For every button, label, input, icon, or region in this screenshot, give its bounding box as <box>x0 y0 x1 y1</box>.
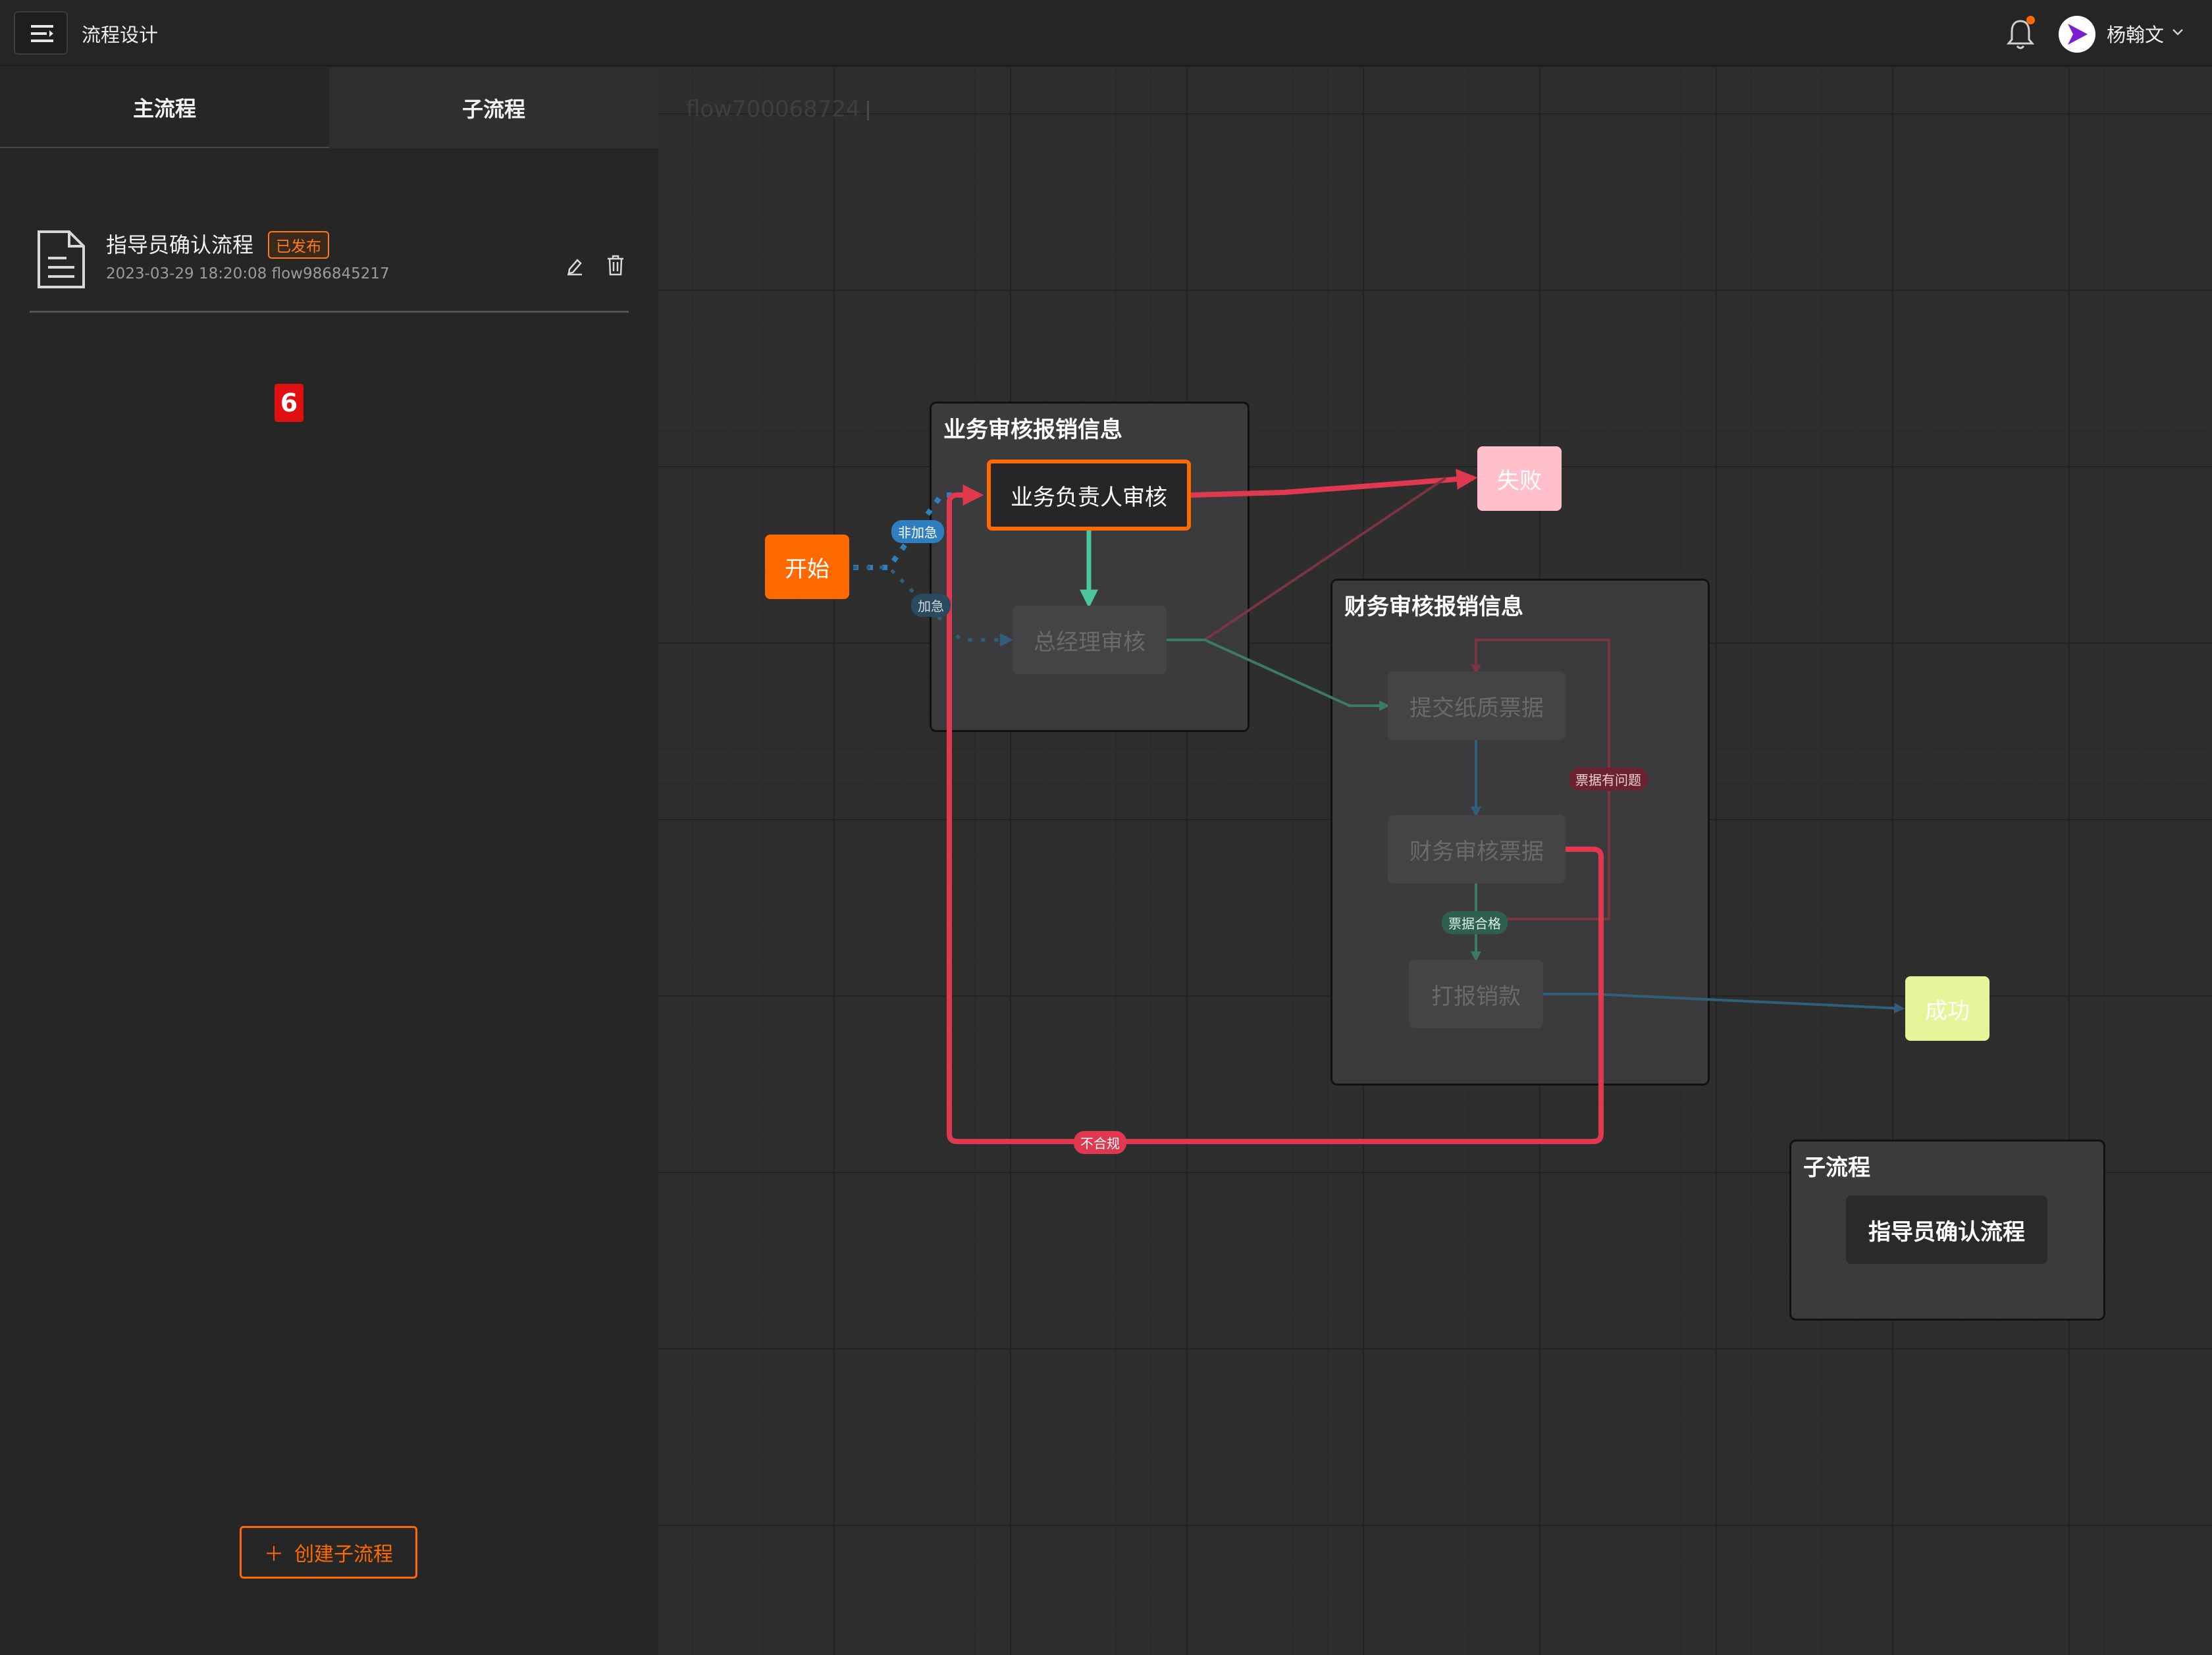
avatar[interactable] <box>2059 16 2095 53</box>
node-business-review[interactable]: 业务负责人审核 <box>987 460 1191 531</box>
node-gm-review[interactable]: 总经理审核 <box>1013 606 1167 674</box>
document-icon <box>38 230 85 288</box>
node-finance-review[interactable]: 财务审核票据 <box>1388 815 1566 883</box>
top-bar: 流程设计 杨翰文 <box>0 0 2212 66</box>
plus-icon: ＋ <box>264 1544 284 1565</box>
edge-label-urgent[interactable]: 加急 <box>911 594 951 617</box>
flow-item-name: 指导员确认流程 <box>106 232 254 257</box>
menu-icon <box>31 25 53 42</box>
edge-label-non-urgent[interactable]: 非加急 <box>891 520 944 543</box>
tab-main-flow[interactable]: 主流程 <box>0 68 329 148</box>
flow-id-input[interactable]: flow700068724 <box>686 96 869 122</box>
sidebar: 主流程 子流程 指导员确认流程 已发布 2023-03-29 18:20:08 … <box>0 68 658 1655</box>
node-reimburse[interactable]: 打报销款 <box>1409 960 1543 1028</box>
app-title: 流程设计 <box>82 24 159 46</box>
edge-label-ticket-issue[interactable]: 票据有问题 <box>1569 768 1648 791</box>
create-subflow-button[interactable]: ＋ 创建子流程 <box>240 1526 417 1579</box>
edge-label-ticket-ok[interactable]: 票据合格 <box>1442 911 1508 934</box>
trash-icon[interactable] <box>606 255 625 276</box>
bell-icon[interactable] <box>2005 17 2036 50</box>
node-submit-paper[interactable]: 提交纸质票据 <box>1388 671 1566 740</box>
group-title: 子流程 <box>1803 1155 1870 1181</box>
flow-item-meta: 2023-03-29 18:20:08 flow986845217 <box>106 265 390 282</box>
avatar-logo-icon <box>2068 24 2088 45</box>
status-badge: 已发布 <box>268 231 329 259</box>
list-item[interactable]: 指导员确认流程 已发布 2023-03-29 18:20:08 flow9868… <box>30 213 629 313</box>
node-subflow-item[interactable]: 指导员确认流程 <box>1846 1195 2047 1264</box>
group-title: 业务审核报销信息 <box>943 417 1122 443</box>
group-title: 财务审核报销信息 <box>1344 594 1523 620</box>
node-start[interactable]: 开始 <box>765 535 849 599</box>
chevron-down-icon[interactable] <box>2170 24 2186 39</box>
user-name[interactable]: 杨翰文 <box>2107 24 2165 46</box>
edit-icon[interactable] <box>566 256 584 276</box>
menu-toggle-button[interactable] <box>14 11 68 55</box>
tab-sub-flow[interactable]: 子流程 <box>329 68 658 148</box>
node-success[interactable]: 成功 <box>1905 976 1989 1041</box>
node-fail[interactable]: 失败 <box>1477 446 1562 511</box>
group-business-review[interactable]: 业务审核报销信息 <box>930 402 1250 732</box>
count-badge: 6 <box>275 384 303 422</box>
create-subflow-label: 创建子流程 <box>294 1544 393 1565</box>
edge-label-non-compliant[interactable]: 不合规 <box>1074 1131 1126 1154</box>
notification-dot <box>2026 16 2035 24</box>
